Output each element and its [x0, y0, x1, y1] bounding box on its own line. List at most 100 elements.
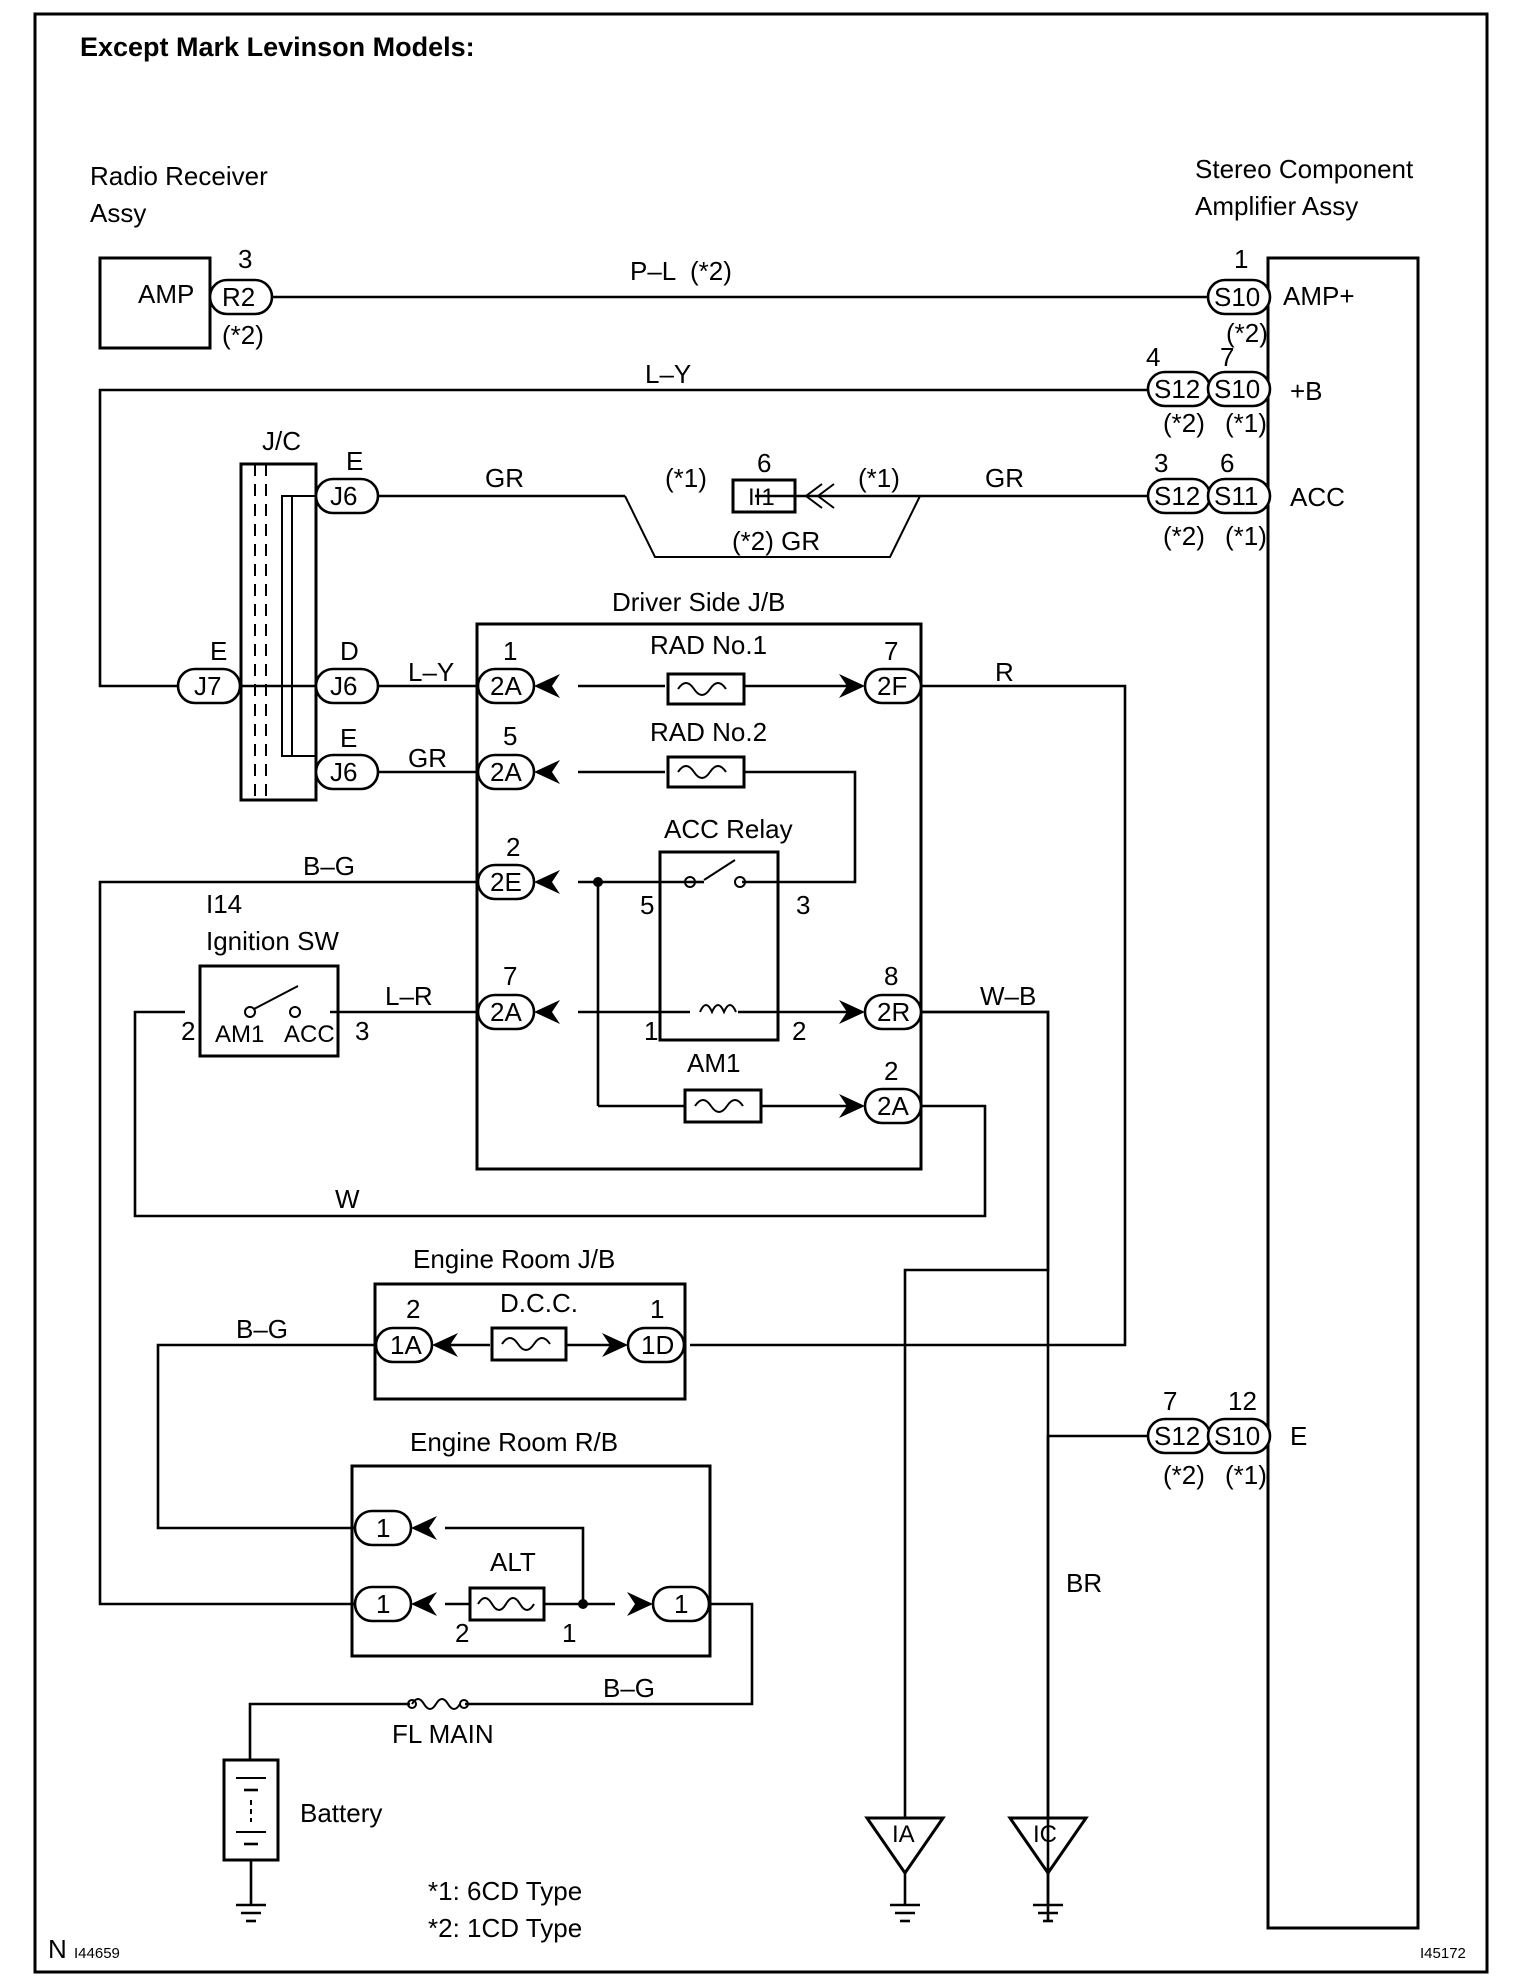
ground-ic-label: IC [1033, 1821, 1057, 1848]
ignition-id: I14 [206, 889, 242, 919]
connector-wedges [411, 674, 865, 1616]
ii1-chevron-2 [816, 483, 835, 509]
svg-text:B–G: B–G [603, 1673, 655, 1703]
alt-label: ALT [490, 1547, 536, 1577]
jc-block [239, 462, 318, 802]
rb-junction-dot [578, 1599, 588, 1609]
driver-jb-box [475, 622, 923, 1171]
legend-1cd: *2: 1CD Type [428, 1913, 582, 1943]
ign-acc-label: ACC [284, 1021, 335, 1048]
dcc-fuse-icon [501, 1337, 551, 1351]
fl-main-right [459, 1699, 469, 1709]
radio-receiver-label-1: Radio Receiver [90, 161, 268, 191]
svg-text:7: 7 [1220, 342, 1234, 372]
svg-text:2F: 2F [877, 671, 907, 701]
svg-text:3: 3 [238, 244, 252, 274]
acc-relay-label: ACC Relay [664, 814, 793, 844]
ign-switch-arm [253, 985, 299, 1010]
svg-text:(*1): (*1) [1225, 521, 1267, 551]
ground-wires [903, 1010, 1148, 1818]
ign-contact-right [289, 1006, 301, 1018]
diagram-frame [33, 12, 1489, 1974]
conn-s10-e [1206, 1417, 1272, 1455]
dcc-label: D.C.C. [500, 1288, 578, 1318]
conn-s10-b [1206, 370, 1272, 408]
svg-text:J6: J6 [330, 481, 357, 511]
amp-plus-terminal: AMP+ [1283, 281, 1355, 311]
svg-text:1: 1 [650, 1294, 664, 1324]
rad1-label: RAD No.1 [650, 630, 767, 660]
svg-text:1D: 1D [641, 1330, 674, 1360]
svg-text:E: E [340, 723, 357, 753]
svg-text:2: 2 [181, 1016, 195, 1046]
stereo-amp-label-2: Amplifier Assy [1195, 191, 1358, 221]
ign-contact-left [244, 1006, 256, 1018]
svg-text:(*2): (*2) [1163, 1460, 1205, 1490]
fl-main-fuse-icon [411, 1698, 461, 1710]
svg-text:(*1): (*1) [1225, 408, 1267, 438]
svg-text:BR: BR [1066, 1568, 1102, 1598]
svg-text:3: 3 [1154, 448, 1168, 478]
am1-label: AM1 [687, 1048, 740, 1078]
svg-text:2A: 2A [490, 997, 522, 1027]
legend-6cd: *1: 6CD Type [428, 1876, 582, 1906]
conn-j6-mid [314, 667, 380, 705]
conn-j7 [176, 667, 242, 705]
svg-text:2: 2 [406, 1294, 420, 1324]
relay-coil-icon [699, 1004, 737, 1015]
svg-text:3: 3 [355, 1016, 369, 1046]
svg-text:L–Y: L–Y [645, 359, 691, 389]
svg-text:2A: 2A [490, 671, 522, 701]
svg-text:L–Y: L–Y [408, 657, 454, 687]
fl-main-left [407, 1699, 417, 1709]
svg-text:(*1): (*1) [858, 463, 900, 493]
ground-symbols [236, 1816, 1089, 1923]
svg-text:S10: S10 [1214, 374, 1260, 404]
svg-text:6: 6 [757, 448, 771, 478]
svg-text:GR: GR [408, 743, 447, 773]
svg-text:1: 1 [1234, 244, 1248, 274]
svg-text:J6: J6 [330, 757, 357, 787]
relay-contact-left [684, 876, 696, 888]
ii1-connector [731, 478, 797, 514]
radio-receiver-label-2: Assy [90, 198, 146, 228]
alt-fuse-icon [477, 1597, 535, 1611]
acc-relay-box [658, 850, 780, 1042]
svg-text:2: 2 [792, 1016, 806, 1046]
svg-text:2: 2 [884, 1056, 898, 1086]
engine-jb-box [373, 1282, 687, 1401]
svg-text:2: 2 [455, 1618, 469, 1648]
svg-text:R: R [995, 657, 1014, 687]
svg-text:2: 2 [506, 832, 520, 862]
svg-text:1A: 1A [390, 1330, 422, 1360]
svg-text:7: 7 [503, 961, 517, 991]
e-terminal: E [1290, 1421, 1307, 1451]
conn-r2 [208, 278, 274, 316]
stereo-amp-label-1: Stereo Component [1195, 154, 1414, 184]
ground-ia-label: IA [892, 1821, 915, 1848]
svg-text:4: 4 [1146, 342, 1160, 372]
rad1-fuse-icon [677, 682, 727, 696]
svg-text:(*1): (*1) [665, 463, 707, 493]
svg-text:(*2): (*2) [690, 256, 732, 286]
svg-text:(*2): (*2) [1163, 408, 1205, 438]
svg-text:S12: S12 [1154, 374, 1200, 404]
battery-label: Battery [300, 1798, 382, 1828]
pin-numbers: 3 (*2) 1 (*2) 4 7 (*2) (*1) 3 6 (*2) (*1… [181, 244, 1268, 1648]
svg-text:5: 5 [640, 890, 654, 920]
ignition-label: Ignition SW [206, 926, 339, 956]
svg-text:3: 3 [796, 890, 810, 920]
am1-fuse [683, 1088, 763, 1124]
svg-text:S10: S10 [1214, 282, 1260, 312]
svg-text:1: 1 [674, 1589, 688, 1619]
rad2-fuse-icon [677, 765, 727, 779]
conn-s10-amp [1206, 278, 1272, 316]
svg-text:S12: S12 [1154, 1421, 1200, 1451]
svg-text:1: 1 [503, 636, 517, 666]
svg-text:E: E [210, 636, 227, 666]
jc-label: J/C [262, 426, 301, 456]
svg-text:(*1): (*1) [1225, 1460, 1267, 1490]
svg-text:R2: R2 [222, 282, 255, 312]
svg-text:2R: 2R [877, 997, 910, 1027]
